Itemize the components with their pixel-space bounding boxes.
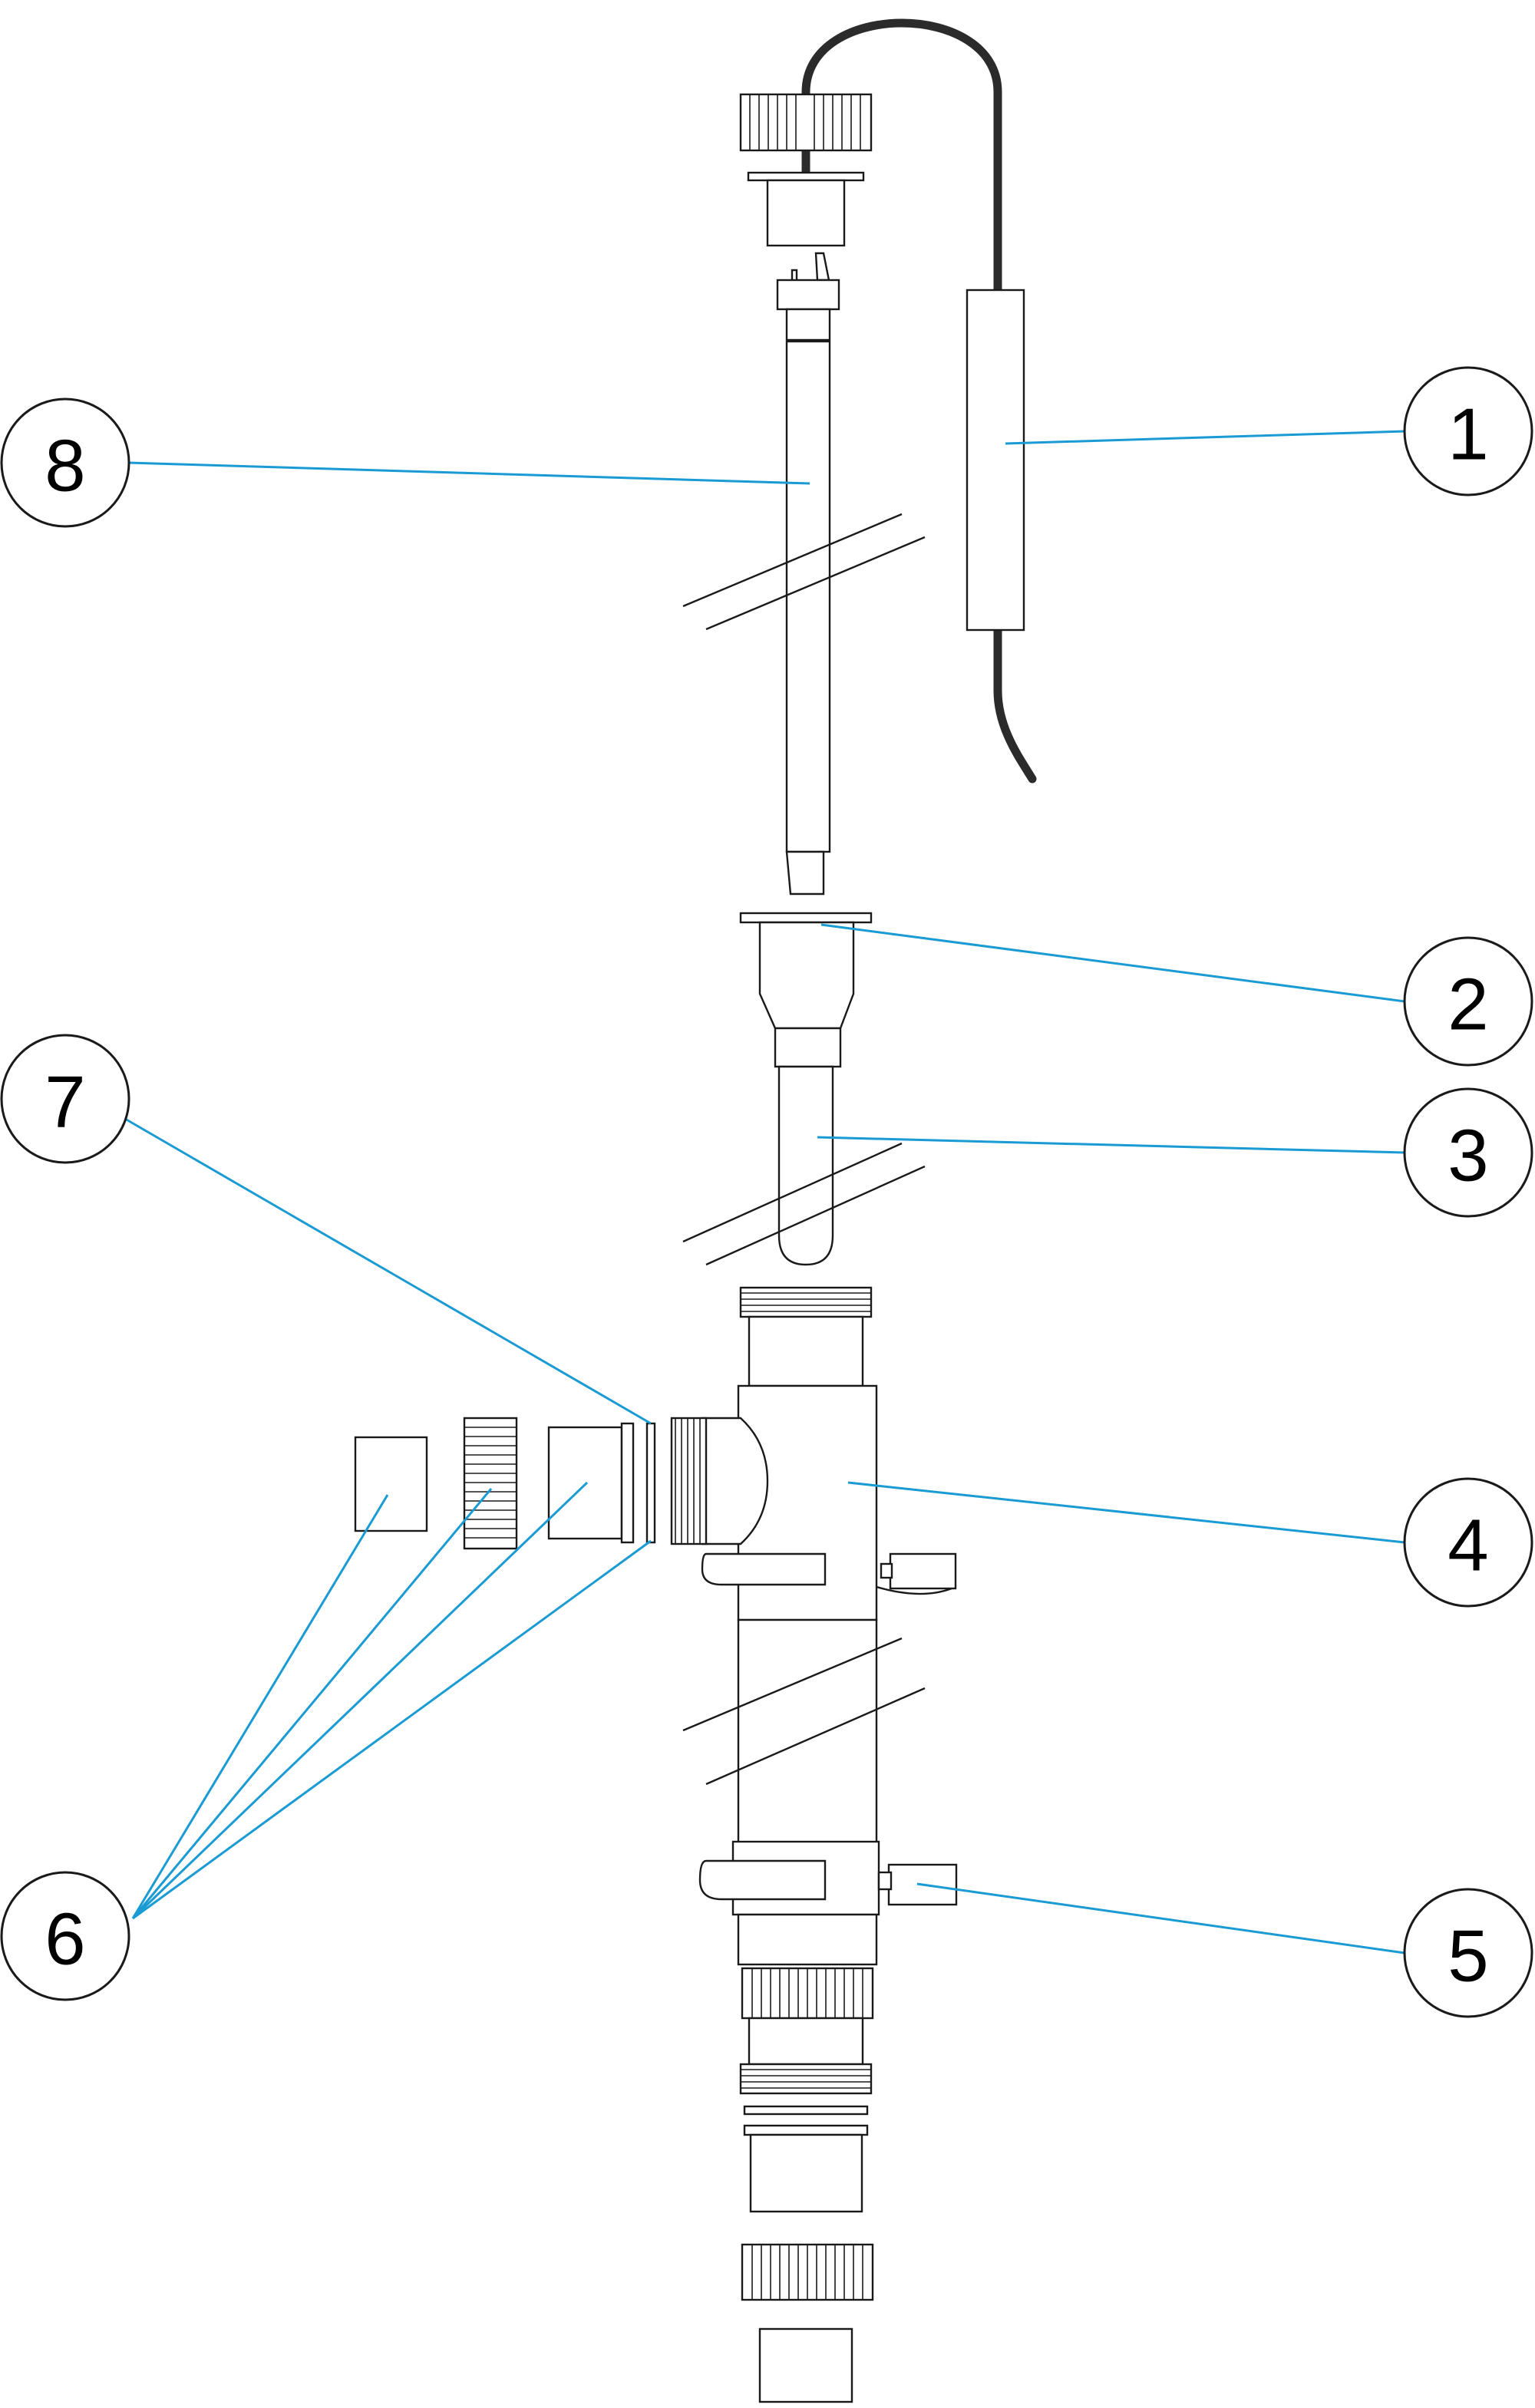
o-ring-part [645, 1422, 656, 1544]
uv-lamp-part [682, 252, 926, 896]
leader-line-1 [1005, 430, 1405, 445]
leader-line-6a [131, 1494, 389, 1919]
callout-8-label: 8 [45, 425, 85, 507]
callout-3-label: 3 [1448, 1115, 1488, 1197]
callout-4: 4 [1403, 1477, 1533, 1608]
chamber-body-part [670, 1286, 957, 1844]
leader-line-8 [127, 461, 810, 485]
leader-line-6d [132, 1539, 652, 1920]
callout-3: 3 [1403, 1087, 1533, 1218]
callout-5-label: 5 [1448, 1915, 1488, 1997]
callout-2: 2 [1403, 936, 1533, 1067]
callout-7-label: 7 [45, 1061, 85, 1143]
side-fittings-part [354, 1417, 656, 1550]
power-supply-part [739, 18, 1037, 783]
leader-line-3 [817, 1136, 1405, 1154]
callout-2-label: 2 [1448, 964, 1488, 1046]
lower-clamp-part [698, 1840, 958, 1966]
callout-4-label: 4 [1448, 1505, 1488, 1587]
callout-6: 6 [0, 1871, 130, 2001]
lower-fittings [739, 1967, 874, 2403]
leader-line-2 [820, 923, 1405, 1003]
leader-line-6b [131, 1488, 493, 1919]
callout-5: 5 [1403, 1888, 1533, 2018]
leader-line-7 [124, 1117, 652, 1425]
quartz-tube-part [682, 1065, 926, 1266]
leader-line-6c [131, 1481, 589, 1920]
leader-line-5 [916, 1882, 1405, 1954]
callout-8: 8 [0, 397, 130, 528]
leader-line-4 [847, 1481, 1405, 1544]
callout-1: 1 [1403, 366, 1533, 496]
leader-lines [124, 430, 1405, 1954]
sleeve-nut-part [739, 912, 873, 1068]
callout-7: 7 [0, 1034, 130, 1164]
callout-1-label: 1 [1448, 394, 1488, 476]
callout-6-label: 6 [45, 1898, 85, 1981]
